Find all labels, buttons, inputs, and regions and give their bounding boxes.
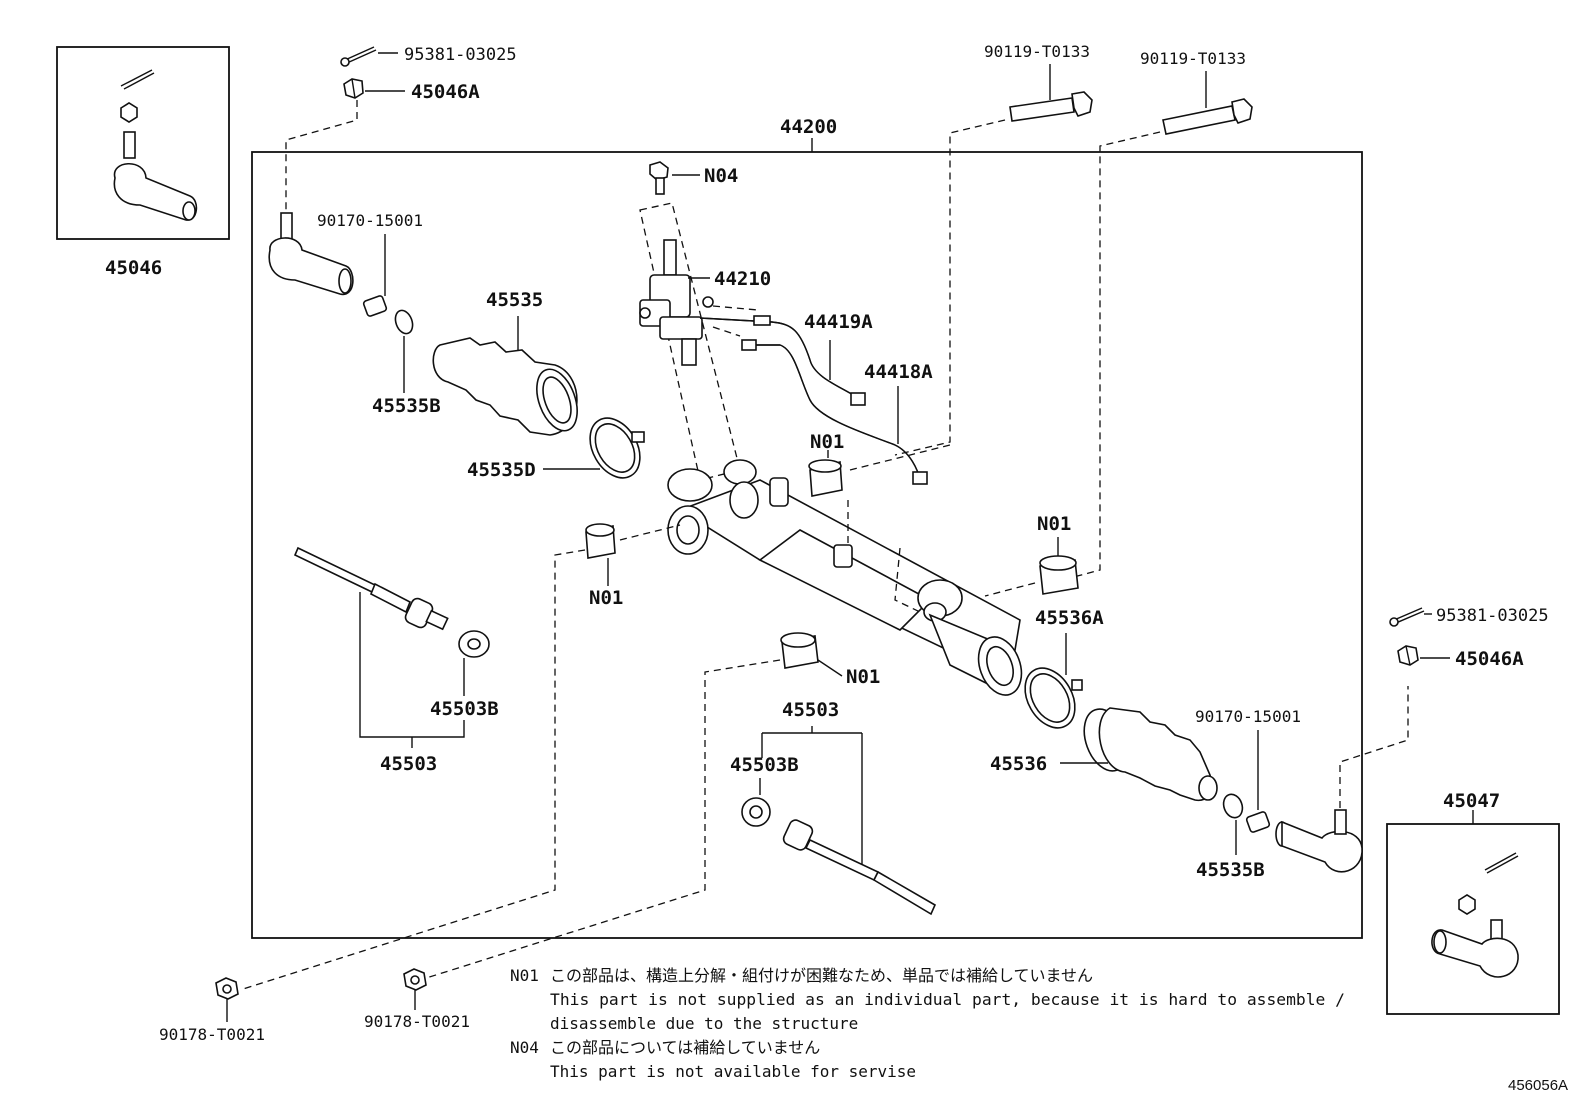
- label-45535B-left: 45535B: [372, 395, 441, 417]
- bolt-N04: [649, 161, 669, 195]
- note-n01-jp: この部品は、構造上分解・組付けが困難なため、単品では補給していません: [550, 966, 1093, 985]
- label-N01-c: N01: [1037, 513, 1071, 535]
- label-45503-left: 45503: [380, 753, 437, 775]
- note-n01-code: N01: [510, 966, 539, 985]
- inset-box-45046: [56, 46, 230, 240]
- steering-gear-housing: [667, 459, 1023, 696]
- label-90170-15001-left: 90170-15001: [317, 211, 423, 230]
- boot-45535: [432, 337, 578, 436]
- label-95381-03025-top: 95381-03025: [404, 45, 517, 65]
- inner-tie-rod-mid: [782, 819, 937, 916]
- note-n01-en-line2: disassemble due to the structure: [550, 1014, 858, 1033]
- diagram-id: 456056A: [1508, 1077, 1568, 1094]
- label-N01-d: N01: [846, 666, 880, 688]
- pipe-44418A: [741, 339, 928, 485]
- label-45535D: 45535D: [467, 459, 536, 481]
- label-45536A: 45536A: [1035, 607, 1104, 629]
- clamp-45536A: [1024, 667, 1083, 729]
- label-45503B-left: 45503B: [430, 698, 499, 720]
- notes-section: N01 この部品は、構造上分解・組付けが困難なため、単品では補給していません T…: [510, 966, 1345, 1081]
- label-N04: N04: [704, 165, 738, 187]
- label-N01-b: N01: [589, 587, 623, 609]
- label-45047: 45047: [1443, 790, 1500, 812]
- label-90178-T0021-b: 90178-T0021: [364, 1012, 470, 1031]
- pipe-44419A: [699, 315, 866, 406]
- label-90119-T0133-a: 90119-T0133: [984, 42, 1090, 61]
- label-45536: 45536: [990, 753, 1047, 775]
- label-45046A-top: 45046A: [411, 81, 480, 103]
- inner-tie-rod-left: [293, 546, 449, 631]
- label-90178-T0021-a: 90178-T0021: [159, 1025, 265, 1044]
- label-95381-03025-right: 95381-03025: [1436, 606, 1549, 626]
- label-44419A: 44419A: [804, 311, 873, 333]
- valve-housing-44210: [639, 239, 714, 366]
- tie-rod-end-left: [268, 212, 354, 295]
- label-N01-a: N01: [810, 431, 844, 453]
- nut-45046A-left: [343, 78, 364, 99]
- tie-rod-end-inset-left: [113, 69, 198, 221]
- label-90119-T0133-b: 90119-T0133: [1140, 49, 1246, 68]
- tie-rod-end-right: [1275, 809, 1363, 873]
- label-45046A-right: 45046A: [1455, 648, 1524, 670]
- assembly-frame-44200: [251, 151, 1363, 939]
- label-44200: 44200: [780, 116, 837, 138]
- washer-45503B-mid: [741, 797, 771, 827]
- bolt-90119-b: [1162, 98, 1253, 135]
- note-n04-jp: この部品については補給していません: [550, 1038, 820, 1057]
- nut-45046A-right: [1397, 645, 1419, 666]
- clamp-45535B-left: [394, 309, 414, 335]
- washer-45503B-left: [458, 630, 490, 658]
- cotter-pin-left: [340, 46, 377, 67]
- label-45535B-right: 45535B: [1196, 859, 1265, 881]
- cotter-pin-right: [1389, 607, 1425, 627]
- nut-90178-b: [403, 968, 427, 991]
- clamp-45535B-right: [1222, 793, 1244, 819]
- bushing-N01-c: [1039, 555, 1079, 595]
- note-n01-en-line1: This part is not supplied as an individu…: [550, 990, 1345, 1009]
- boot-45536: [1083, 707, 1218, 802]
- label-45503B-mid: 45503B: [730, 754, 799, 776]
- note-n04-code: N04: [510, 1038, 539, 1057]
- bushing-N01-d: [780, 632, 819, 669]
- bushing-N01-b: [585, 523, 616, 559]
- nut-90178-a: [215, 977, 239, 1000]
- label-45503-mid: 45503: [782, 699, 839, 721]
- bushing-90170-left: [362, 295, 388, 317]
- note-n04-en: This part is not available for servise: [550, 1062, 916, 1081]
- clamp-45535D: [589, 417, 645, 479]
- tie-rod-end-inset-right: [1431, 852, 1519, 978]
- inset-box-45047: [1386, 823, 1560, 1015]
- label-45535: 45535: [486, 289, 543, 311]
- label-45046: 45046: [105, 257, 162, 279]
- bushing-90170-right: [1245, 811, 1271, 833]
- label-44210: 44210: [714, 268, 771, 290]
- label-90170-15001-right: 90170-15001: [1195, 707, 1301, 726]
- bushing-N01-a: [808, 459, 843, 497]
- bolt-90119-a: [1009, 91, 1093, 122]
- label-44418A: 44418A: [864, 361, 933, 383]
